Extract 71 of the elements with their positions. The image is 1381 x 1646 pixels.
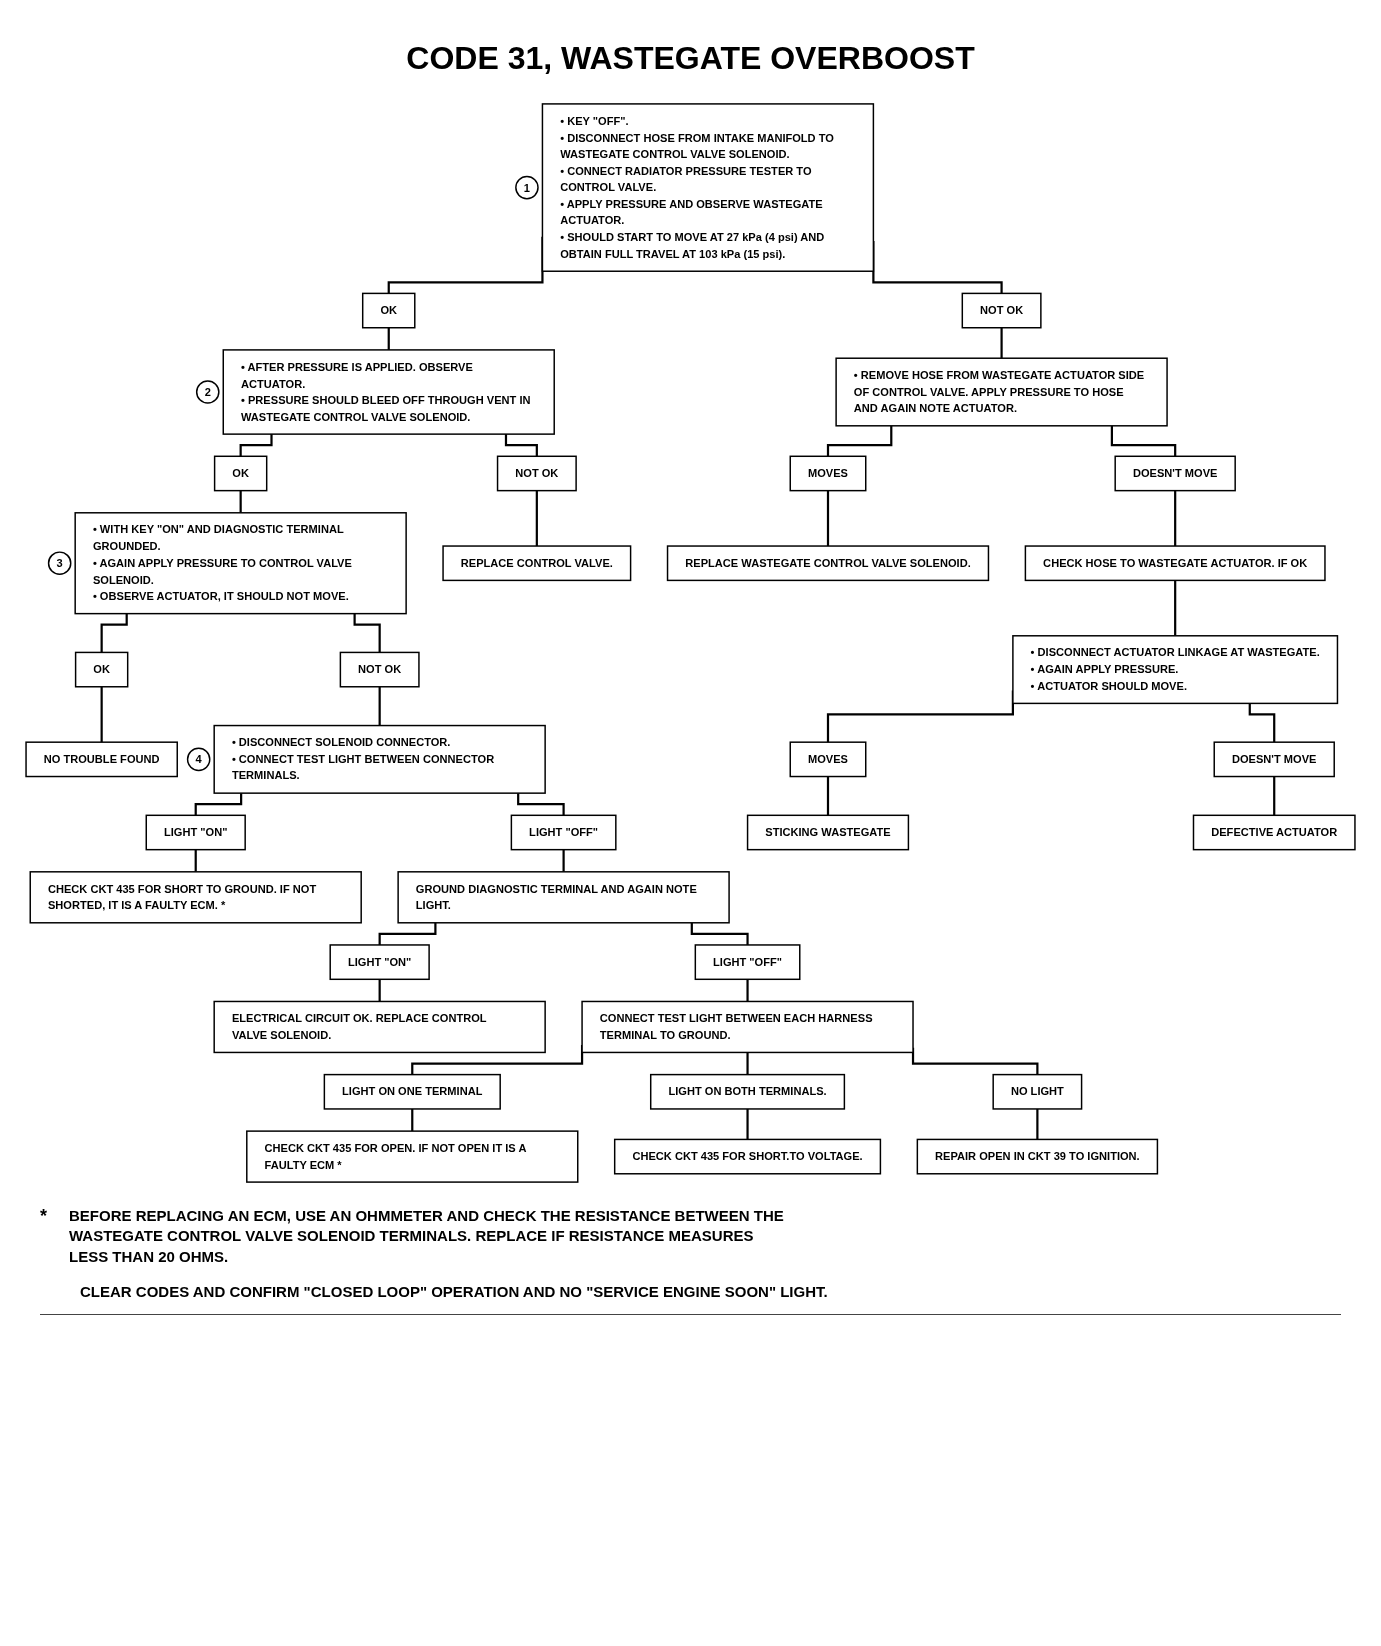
connector	[1174, 490, 1177, 548]
node-box: GROUND DIAGNOSTIC TERMINAL AND AGAIN NOTE LIGHT.	[397, 871, 730, 924]
node-box: • AFTER PRESSURE IS APPLIED. OBSERVE ACTUATOR. • PRESSURE SHOULD BLEED OFF THROUGH VENT IN WASTEGATE CONTROL VALVE SOLENOID.	[222, 349, 555, 435]
node-box: • DISCONNECT SOLENOID CONNECTOR. • CONNECT TEST LIGHT BETWEEN CONNECTOR TERMINALS.	[213, 724, 546, 794]
node-box: MOVES	[789, 741, 867, 778]
closing-note: CLEAR CODES AND CONFIRM "CLOSED LOOP" OPERATION AND NO "SERVICE ENGINE SOON" LIGHT.	[80, 1282, 828, 1300]
connector	[353, 613, 381, 654]
node-box: REPLACE WASTEGATE CONTROL VALVE SOLENOID.	[666, 545, 990, 582]
node-box: CHECK CKT 435 FOR OPEN. IF NOT OPEN IT IS A FAULTY ECM *	[246, 1130, 579, 1183]
node-box: DOESN'T MOVE	[1114, 455, 1236, 492]
node-box: CHECK CKT 435 FOR SHORT.TO VOLTAGE.	[613, 1138, 882, 1175]
node-box: NO TROUBLE FOUND	[25, 741, 178, 778]
connector	[1036, 1108, 1039, 1141]
connector	[746, 979, 749, 1003]
node-box: • DISCONNECT ACTUATOR LINKAGE AT WASTEGATE. • AGAIN APPLY PRESSURE. • ACTUATOR SHOULD MOVE.	[1012, 635, 1339, 705]
node-box: LIGHT "ON"	[329, 944, 430, 981]
connector	[100, 613, 128, 654]
node-box: LIGHT "ON"	[145, 814, 246, 851]
connector	[411, 1108, 414, 1133]
connector	[1273, 776, 1276, 817]
node-box: OK	[361, 292, 416, 329]
node-box: ELECTRICAL CIRCUIT OK. REPLACE CONTROL VALVE SOLENOID.	[213, 1000, 546, 1054]
connector	[562, 849, 565, 873]
connector	[194, 793, 243, 817]
connector	[535, 490, 538, 548]
node-box: DEFECTIVE ACTUATOR	[1192, 814, 1356, 851]
node-box: CONNECT TEST LIGHT BETWEEN EACH HARNESS TERMINAL TO GROUND.	[581, 1000, 914, 1054]
node-box: CHECK HOSE TO WASTEGATE ACTUATOR. IF OK	[1024, 545, 1326, 582]
node-box: NOT OK	[339, 651, 420, 688]
node-box: NOT OK	[961, 292, 1042, 329]
callout-number: 2	[195, 380, 220, 404]
node-box: OK	[213, 455, 268, 492]
node-box: NOT OK	[496, 455, 577, 492]
connector	[1000, 327, 1003, 360]
connector	[239, 490, 242, 514]
connector	[1174, 580, 1177, 637]
node-box: • REMOVE HOSE FROM WASTEGATE ACTUATOR SIDE OF CONTROL VALVE. APPLY PRESSURE TO HOSE AND AGAIN NOTE ACTUATOR.	[835, 357, 1168, 427]
node-box: LIGHT ON ONE TERMINAL	[323, 1073, 501, 1110]
connector	[517, 793, 565, 817]
node-box: CHECK CKT 435 FOR SHORT TO GROUND. IF NOT SHORTED, IT IS A FAULTY ECM. *	[29, 871, 362, 924]
footnote-text: BEFORE REPLACING AN ECM, USE AN OHMMETER AND CHECK THE RESISTANCE BETWEEN THE WASTEGATE CONTROL VALVE SOLENOID TERMINALS. REPLACE IF RESISTANCE MEASURES LESS THAN 20 OHMS.	[69, 1206, 785, 1267]
connector	[826, 425, 893, 458]
connector	[239, 434, 273, 458]
node-box: LIGHT "OFF"	[510, 814, 617, 851]
connector	[1110, 425, 1177, 458]
node-box: REPLACE CONTROL VALVE.	[442, 545, 632, 582]
connector	[746, 1108, 749, 1141]
connector	[826, 776, 830, 817]
node-box: NO LIGHT	[992, 1073, 1083, 1110]
node-box: LIGHT "OFF"	[694, 944, 801, 981]
connector	[378, 686, 381, 727]
connector	[746, 1052, 749, 1076]
connector	[378, 979, 381, 1003]
connector	[1248, 703, 1276, 744]
node-box: • WITH KEY "ON" AND DIAGNOSTIC TERMINAL GROUNDED. • AGAIN APPLY PRESSURE TO CONTROL VALVE SOLENOID. • OBSERVE ACTUATOR, IT SHOULD NOT MOVE.	[74, 512, 407, 615]
callout-number: 3	[47, 551, 72, 576]
connector	[100, 686, 103, 744]
node-box: REPAIR OPEN IN CKT 39 TO IGNITION.	[916, 1138, 1159, 1175]
callout-number: 1	[515, 175, 539, 200]
node-box: DOESN'T MOVE	[1213, 741, 1335, 778]
connector	[826, 490, 830, 548]
node-box: MOVES	[789, 455, 867, 492]
node-box: OK	[74, 651, 129, 688]
node-box: • KEY "OFF". • DISCONNECT HOSE FROM INTAKE MANIFOLD TO WASTEGATE CONTROL VALVE SOLENOID. • CONNECT RADIATOR PRESSURE TESTER TO CONTROL VALVE. • APPLY PRESSURE AND OBSERVE WASTEGATE ACTUATOR. • SHOULD START TO MOVE AT 27 kPa (4 psi) AND OBTAIN FULL TRAVEL AT 103 kPa (15 psi).	[541, 103, 875, 272]
node-box: LIGHT ON BOTH TERMINALS.	[650, 1073, 846, 1110]
callout-number: 4	[186, 747, 211, 772]
footnote-marker: *	[40, 1206, 47, 1227]
diagram-title: CODE 31, WASTEGATE OVERBOOST	[405, 39, 976, 78]
connector	[194, 849, 197, 873]
connector	[504, 434, 538, 458]
node-box: STICKING WASTEGATE	[746, 814, 910, 851]
